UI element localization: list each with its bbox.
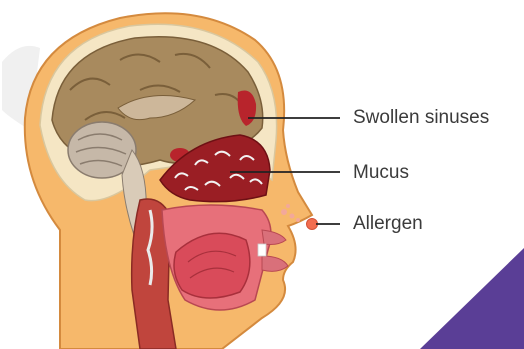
allergen-particle — [296, 218, 300, 222]
teeth — [258, 244, 266, 256]
allergen-main-particle — [307, 219, 318, 230]
allergen-particle — [281, 209, 287, 215]
allergen-particle — [290, 214, 295, 219]
allergen-particle — [286, 204, 290, 208]
corner-accent-triangle — [420, 248, 524, 349]
label-swollen-sinuses: Swollen sinuses — [353, 108, 489, 127]
label-mucus: Mucus — [353, 163, 409, 182]
label-allergen: Allergen — [353, 214, 423, 233]
